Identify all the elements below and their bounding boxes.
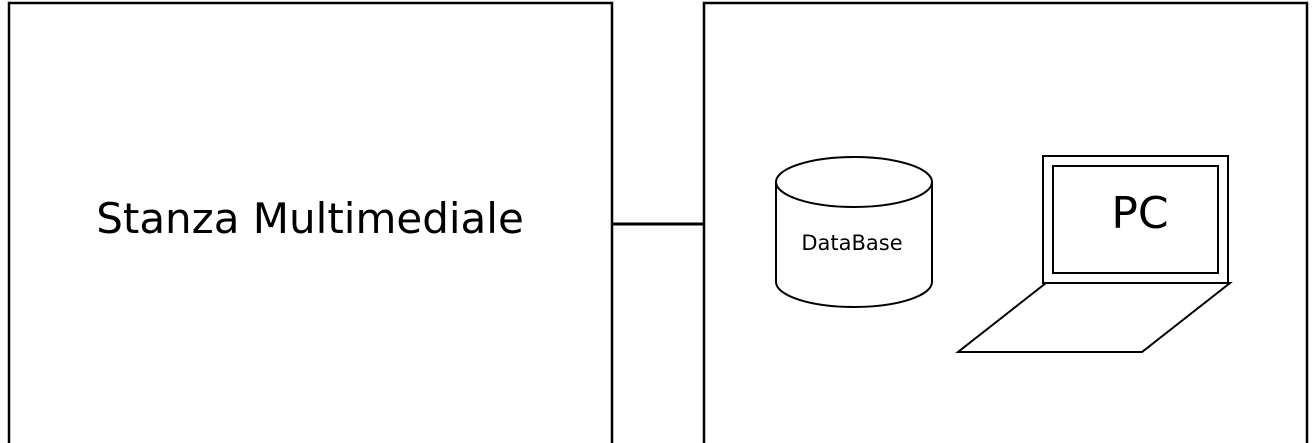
room-box: Stanza Multimediale [7, 1, 614, 443]
laptop-icon: PC [955, 155, 1233, 353]
database-cylinder-body [775, 182, 933, 308]
laptop-keyboard-base [955, 282, 1233, 353]
database-label: DataBase [801, 231, 902, 255]
database-icon: DataBase [775, 156, 933, 308]
equipment-box: DataBase PC [702, 1, 1309, 443]
database-cylinder-top [775, 156, 933, 208]
room-label: Stanza Multimediale [96, 194, 524, 243]
room-box-outline [7, 1, 614, 443]
laptop-screen-inner [1052, 165, 1219, 274]
pc-label: PC [1111, 188, 1168, 239]
